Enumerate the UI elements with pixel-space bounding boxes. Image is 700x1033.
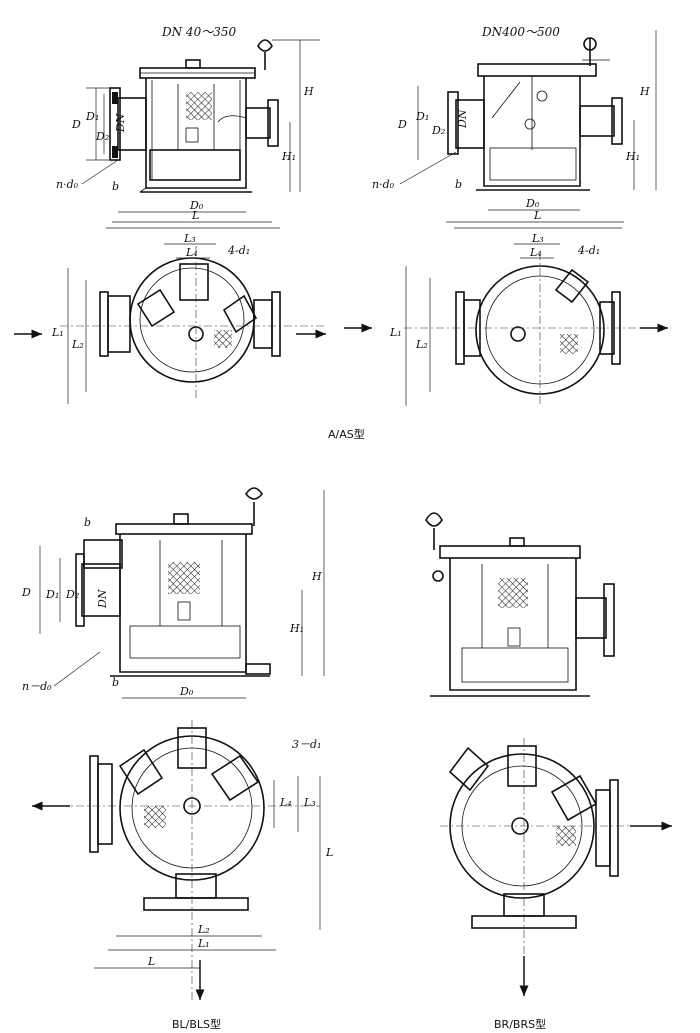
label-d1-as-large: D₁	[415, 110, 429, 123]
label-d-bl: D	[21, 586, 31, 599]
label-d0-as: D₀	[189, 199, 204, 212]
label-l3-as: L₃	[183, 232, 196, 245]
label-h-as-large: H	[639, 85, 650, 98]
caption-br-brs: BR/BRS型	[494, 1017, 546, 1031]
title-as-small: DN 40～350	[161, 25, 236, 39]
label-l-as-large: L	[533, 209, 541, 222]
label-4d1-as: 4-d₁	[227, 244, 250, 257]
label-l-bl-bottom: L	[147, 955, 155, 968]
label-d2-as: D₂	[95, 130, 109, 143]
label-l4-as: L₄	[185, 246, 198, 259]
as-large-plan: L₃ L₄ 4-d₁ L₁ L₂	[344, 227, 668, 406]
as-small-plan: L₃ L₄ 4-d₁ L₁ L₂	[14, 227, 326, 404]
label-3d1-bl: 3－d₁	[292, 738, 321, 751]
label-h1-bl: H₁	[289, 622, 304, 635]
label-dn-bl: DN	[96, 589, 109, 609]
label-nd0-as: n·d₀	[56, 178, 79, 191]
label-l-bl: L	[325, 846, 333, 859]
label-l1-as-large: L₁	[389, 326, 402, 339]
label-b-as-large: b	[455, 178, 462, 191]
label-4d1-as-large: 4-d₁	[577, 244, 600, 257]
label-d1-bl: D₁	[45, 588, 59, 601]
label-b-bl: b	[112, 676, 119, 689]
br-plan	[440, 738, 672, 996]
label-d-as-large: D	[397, 118, 407, 131]
label-h1-as: H₁	[281, 150, 296, 163]
as-large-elevation: DN400～500 DN D D₁ D₂ D₀ L H H₁ b	[372, 25, 657, 223]
label-l3-bl: L₃	[303, 796, 316, 809]
caption-bl-bls: BL/BLS型	[172, 1017, 221, 1031]
label-l4-as-large: L₄	[529, 246, 542, 259]
label-d2-bl: D₂	[65, 588, 79, 601]
label-l4-bl: L₄	[279, 796, 292, 809]
label-d-as: D	[71, 118, 81, 131]
caption-a-as: A/AS型	[328, 427, 365, 441]
label-l-as: L	[191, 209, 199, 222]
bl-elevation: DN D D₁ D₂ b b D₀ H H₁ n－d₀	[21, 487, 325, 699]
label-l2-as: L₂	[71, 338, 84, 351]
br-elevation	[425, 512, 615, 697]
label-l2-as-large: L₂	[415, 338, 428, 351]
label-dn-as: DN	[114, 113, 127, 133]
label-d1-as: D₁	[85, 110, 99, 123]
label-d2-as-large: D₂	[431, 124, 445, 137]
label-h-bl: H	[311, 570, 322, 583]
label-nd0-bl: n－d₀	[22, 680, 52, 693]
label-h-as: H	[303, 85, 314, 98]
label-b-bl-top: b	[84, 516, 91, 529]
label-dn-as-large: DN	[456, 109, 469, 129]
label-l3-as-large: L₃	[531, 232, 544, 245]
label-b-as: b	[112, 180, 119, 193]
label-h1-as-large: H₁	[625, 150, 640, 163]
label-l2-bl: L₂	[197, 923, 210, 936]
label-l1-as: L₁	[51, 326, 64, 339]
label-l1-bl: L₁	[197, 937, 210, 950]
label-nd0-as-large: n·d₀	[372, 178, 395, 191]
title-as-large: DN400～500	[481, 25, 560, 39]
label-d0-bl: D₀	[179, 685, 194, 698]
label-d0-as-large: D₀	[525, 197, 540, 210]
as-small-elevation: DN 40～350 DN D D₁ D	[56, 25, 320, 223]
bl-plan: 3－d₁ L₄ L₃ L L₂ L₁ L	[32, 720, 333, 1000]
